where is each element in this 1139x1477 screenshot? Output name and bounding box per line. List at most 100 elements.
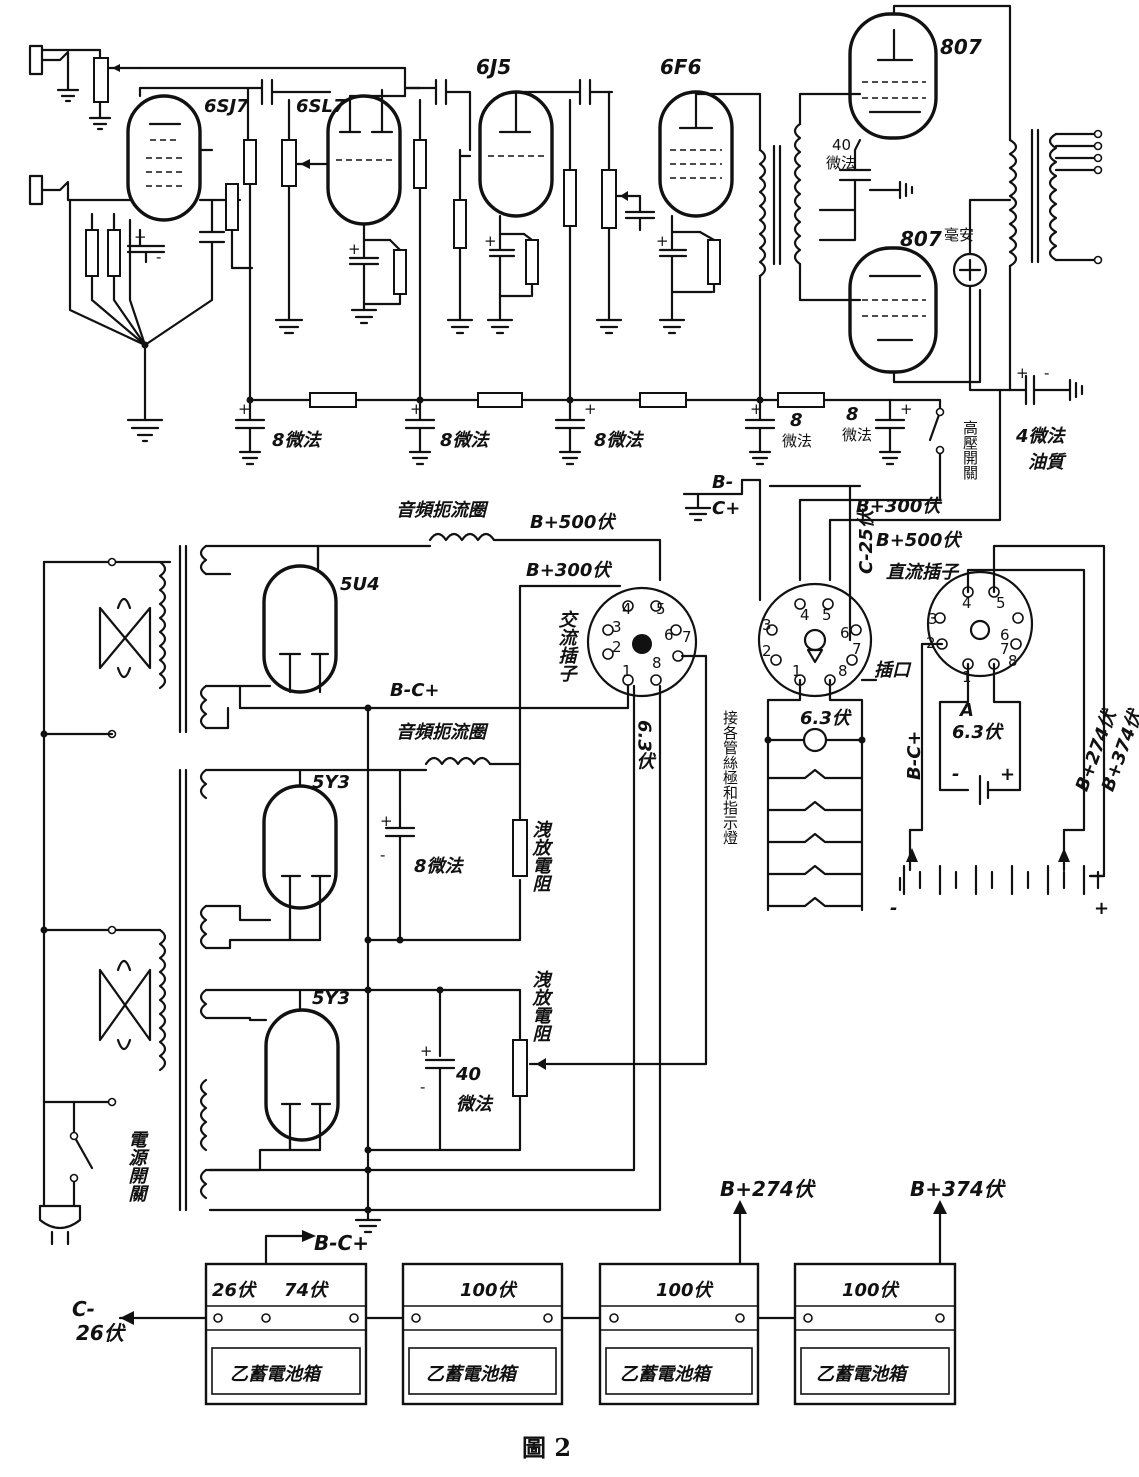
- svg-text:乙蓄電池箱: 乙蓄電池箱: [620, 1364, 713, 1385]
- svg-text:音頻扼流圈: 音頻扼流圈: [396, 722, 489, 743]
- svg-text:6: 6: [664, 626, 674, 644]
- bc-ground: [682, 478, 762, 602]
- bias-cap-40: [818, 138, 914, 242]
- svg-text:微法: 微法: [456, 1094, 494, 1115]
- tube-label-6f6: 6F6: [660, 55, 702, 79]
- svg-text:6: 6: [1000, 626, 1010, 644]
- svg-text:交流插子: 交流插子: [556, 610, 577, 682]
- tube-6f6: [658, 90, 734, 218]
- svg-text:+: +: [134, 228, 147, 246]
- svg-text:100伏: 100伏: [656, 1280, 714, 1301]
- svg-text:8: 8: [1008, 652, 1018, 670]
- svg-text:6.3伏: 6.3伏: [952, 722, 1004, 743]
- svg-text:微法: 微法: [826, 154, 856, 172]
- svg-text:5: 5: [656, 600, 666, 618]
- tube-label-807-upper: 807: [940, 35, 982, 59]
- svg-text:+: +: [1000, 764, 1015, 785]
- svg-text:40: 40: [832, 136, 851, 154]
- battery-box-4: [793, 1262, 957, 1406]
- svg-text:+: +: [420, 1042, 433, 1060]
- figure-caption: 圖 2: [522, 1433, 571, 1462]
- svg-text:B-: B-: [712, 472, 733, 493]
- svg-text:2: 2: [762, 642, 772, 660]
- svg-text:7: 7: [852, 640, 862, 658]
- svg-text:+: +: [380, 812, 393, 830]
- tube-label-6sj7: 6SJ7: [204, 96, 249, 117]
- svg-text:乙蓄電池箱: 乙蓄電池箱: [816, 1364, 909, 1385]
- svg-text:B-C+: B-C+: [904, 731, 925, 780]
- battery-box-1: [204, 1262, 368, 1406]
- svg-text:26伏: 26伏: [76, 1321, 127, 1345]
- svg-text:微法: 微法: [782, 432, 812, 450]
- rectifier-5y3-2: [264, 1008, 340, 1152]
- svg-text:1: 1: [962, 668, 972, 686]
- svg-text:8: 8: [652, 654, 662, 672]
- svg-text:B+274伏: B+274伏: [720, 1177, 817, 1201]
- svg-text:100伏: 100伏: [460, 1280, 518, 1301]
- power-transformer-2: [42, 768, 208, 1212]
- svg-text:-: -: [380, 846, 385, 864]
- svg-text:C-: C-: [72, 1297, 95, 1321]
- screen-res-1: [225, 183, 239, 231]
- input-jack-1: [28, 44, 102, 103]
- svg-text:3: 3: [762, 616, 772, 634]
- svg-text:6.3伏: 6.3伏: [634, 720, 655, 770]
- svg-text:高壓開關: 高壓開關: [961, 420, 979, 480]
- svg-text:微法: 微法: [842, 426, 872, 444]
- svg-text:4: 4: [800, 606, 810, 624]
- svg-text:+: +: [584, 400, 597, 418]
- tube-6j5: [478, 90, 554, 218]
- power-switch: [38, 1100, 94, 1246]
- battery-bank: [898, 828, 1106, 896]
- svg-text:B-C+: B-C+: [390, 680, 439, 701]
- svg-text:7: 7: [682, 628, 692, 646]
- oil-cap-4uf: [828, 374, 1084, 582]
- svg-text:5Y3: 5Y3: [312, 772, 350, 793]
- svg-text:5U4: 5U4: [340, 574, 380, 595]
- svg-text:8: 8: [838, 662, 848, 680]
- plate-res-1: [243, 139, 257, 185]
- svg-text:音頻扼流圈: 音頻扼流圈: [396, 500, 489, 521]
- svg-text:B+300伏: B+300伏: [856, 496, 942, 517]
- svg-text:B+500伏: B+500伏: [530, 512, 616, 533]
- svg-text:1: 1: [792, 662, 802, 680]
- svg-text:B+300伏: B+300伏: [526, 560, 612, 581]
- rectifier-5y3-1: [262, 784, 338, 942]
- svg-text:26伏: 26伏: [212, 1280, 257, 1301]
- tube-807-lower: [848, 246, 938, 374]
- svg-text:8微法: 8微法: [594, 430, 645, 451]
- dc-plug: [926, 570, 1034, 678]
- svg-text:4微法: 4微法: [1015, 426, 1067, 447]
- svg-text:+: +: [1094, 898, 1109, 919]
- svg-text:5Y3: 5Y3: [312, 988, 350, 1009]
- svg-text:+: +: [410, 400, 423, 418]
- svg-text:+: +: [238, 400, 251, 418]
- coupling-cap-1: [138, 78, 332, 142]
- svg-text:3: 3: [612, 618, 622, 636]
- svg-text:油質: 油質: [1028, 452, 1067, 473]
- svg-text:接各管絲極和指示燈: 接各管絲極和指示燈: [721, 710, 739, 845]
- svg-text:+: +: [1016, 364, 1029, 382]
- svg-text:3: 3: [928, 610, 938, 628]
- tube-label-6j5: 6J5: [476, 55, 511, 79]
- grid-pot-2: [281, 139, 297, 187]
- svg-text:8微法: 8微法: [414, 856, 465, 877]
- svg-text:8微法: 8微法: [440, 430, 491, 451]
- v1-cathode-network: + -: [68, 198, 226, 443]
- svg-text:+: +: [348, 240, 361, 258]
- interstage-transformer: [758, 92, 862, 402]
- battery-box-2: [401, 1262, 564, 1406]
- svg-text:毫安: 毫安: [944, 226, 974, 244]
- output-transformer: [1008, 128, 1103, 392]
- svg-text:8: 8: [790, 410, 803, 431]
- rectifier-5u4: [238, 564, 338, 694]
- bleeder-2: [512, 1039, 528, 1097]
- bus-filter-caps: [234, 398, 906, 466]
- milliammeter: [952, 198, 1012, 392]
- svg-text:74伏: 74伏: [284, 1280, 329, 1301]
- svg-text:C+: C+: [712, 498, 740, 519]
- svg-text:-: -: [890, 898, 897, 919]
- svg-text:6.3伏: 6.3伏: [800, 708, 852, 729]
- svg-text:4: 4: [962, 594, 972, 612]
